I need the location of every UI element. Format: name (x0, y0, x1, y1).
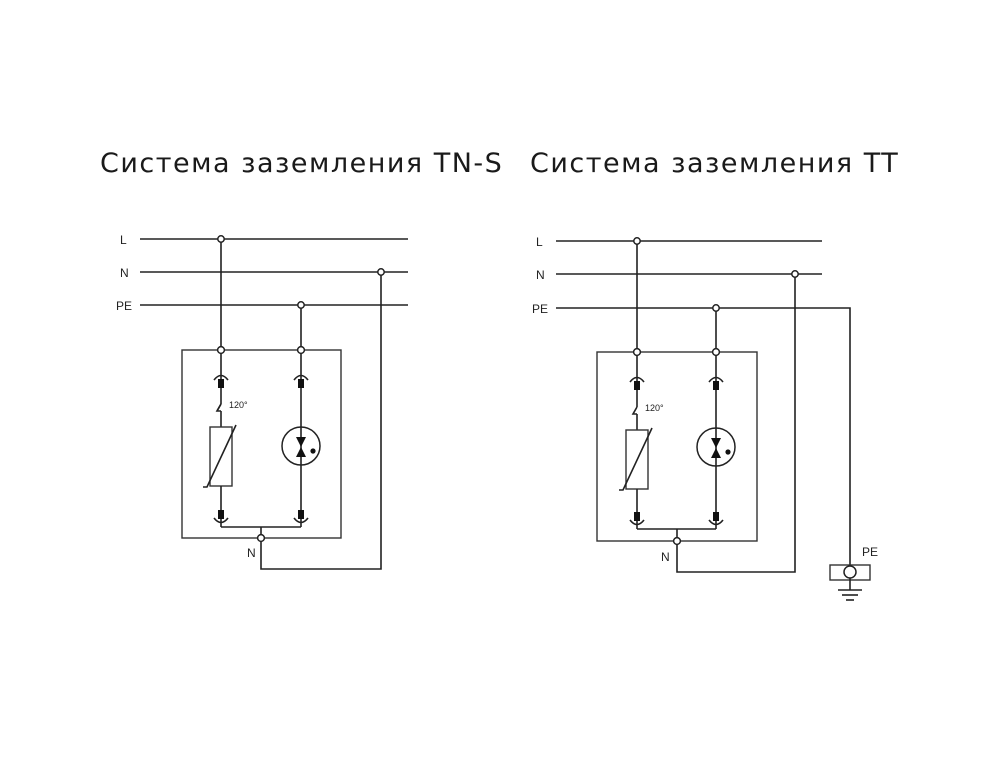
terminal-node (216, 345, 226, 355)
terminal-node (711, 347, 721, 357)
title-tn-s: Система заземления TN-S (100, 148, 504, 179)
bus-label-l: L (120, 233, 127, 247)
terminal-node (256, 533, 266, 543)
bus-label-n: N (536, 268, 545, 282)
junction-node (297, 301, 305, 309)
title-tt: Система заземления TT (530, 148, 900, 179)
ground-electrode-icon (829, 564, 871, 601)
terminal-node (632, 347, 642, 357)
terminal-node (296, 345, 306, 355)
bus-label-pe: PE (532, 302, 548, 316)
neutral-label: N (247, 546, 256, 560)
thermal-label: 120° (229, 400, 248, 410)
junction-node (633, 237, 641, 245)
junction-node (217, 235, 225, 243)
junction-node (377, 268, 385, 276)
gas-discharge-tube-icon (281, 426, 321, 466)
neutral-return-wire (676, 274, 796, 573)
junction-node (791, 270, 799, 278)
gas-discharge-tube-icon (696, 427, 736, 467)
bus-pe (556, 307, 851, 565)
terminal-node (672, 536, 682, 546)
bus-label-l: L (536, 235, 543, 249)
neutral-label: N (661, 550, 670, 564)
thermal-label: 120° (645, 403, 664, 413)
neutral-return-wire (260, 272, 382, 570)
bus-label-n: N (120, 266, 129, 280)
diagram-tn-s: L N PE 120° (116, 233, 408, 570)
bus-label-pe: PE (116, 299, 132, 313)
ground-label: PE (862, 545, 878, 559)
diagram-tt: L N PE 120° (532, 235, 878, 601)
junction-node (712, 304, 720, 312)
